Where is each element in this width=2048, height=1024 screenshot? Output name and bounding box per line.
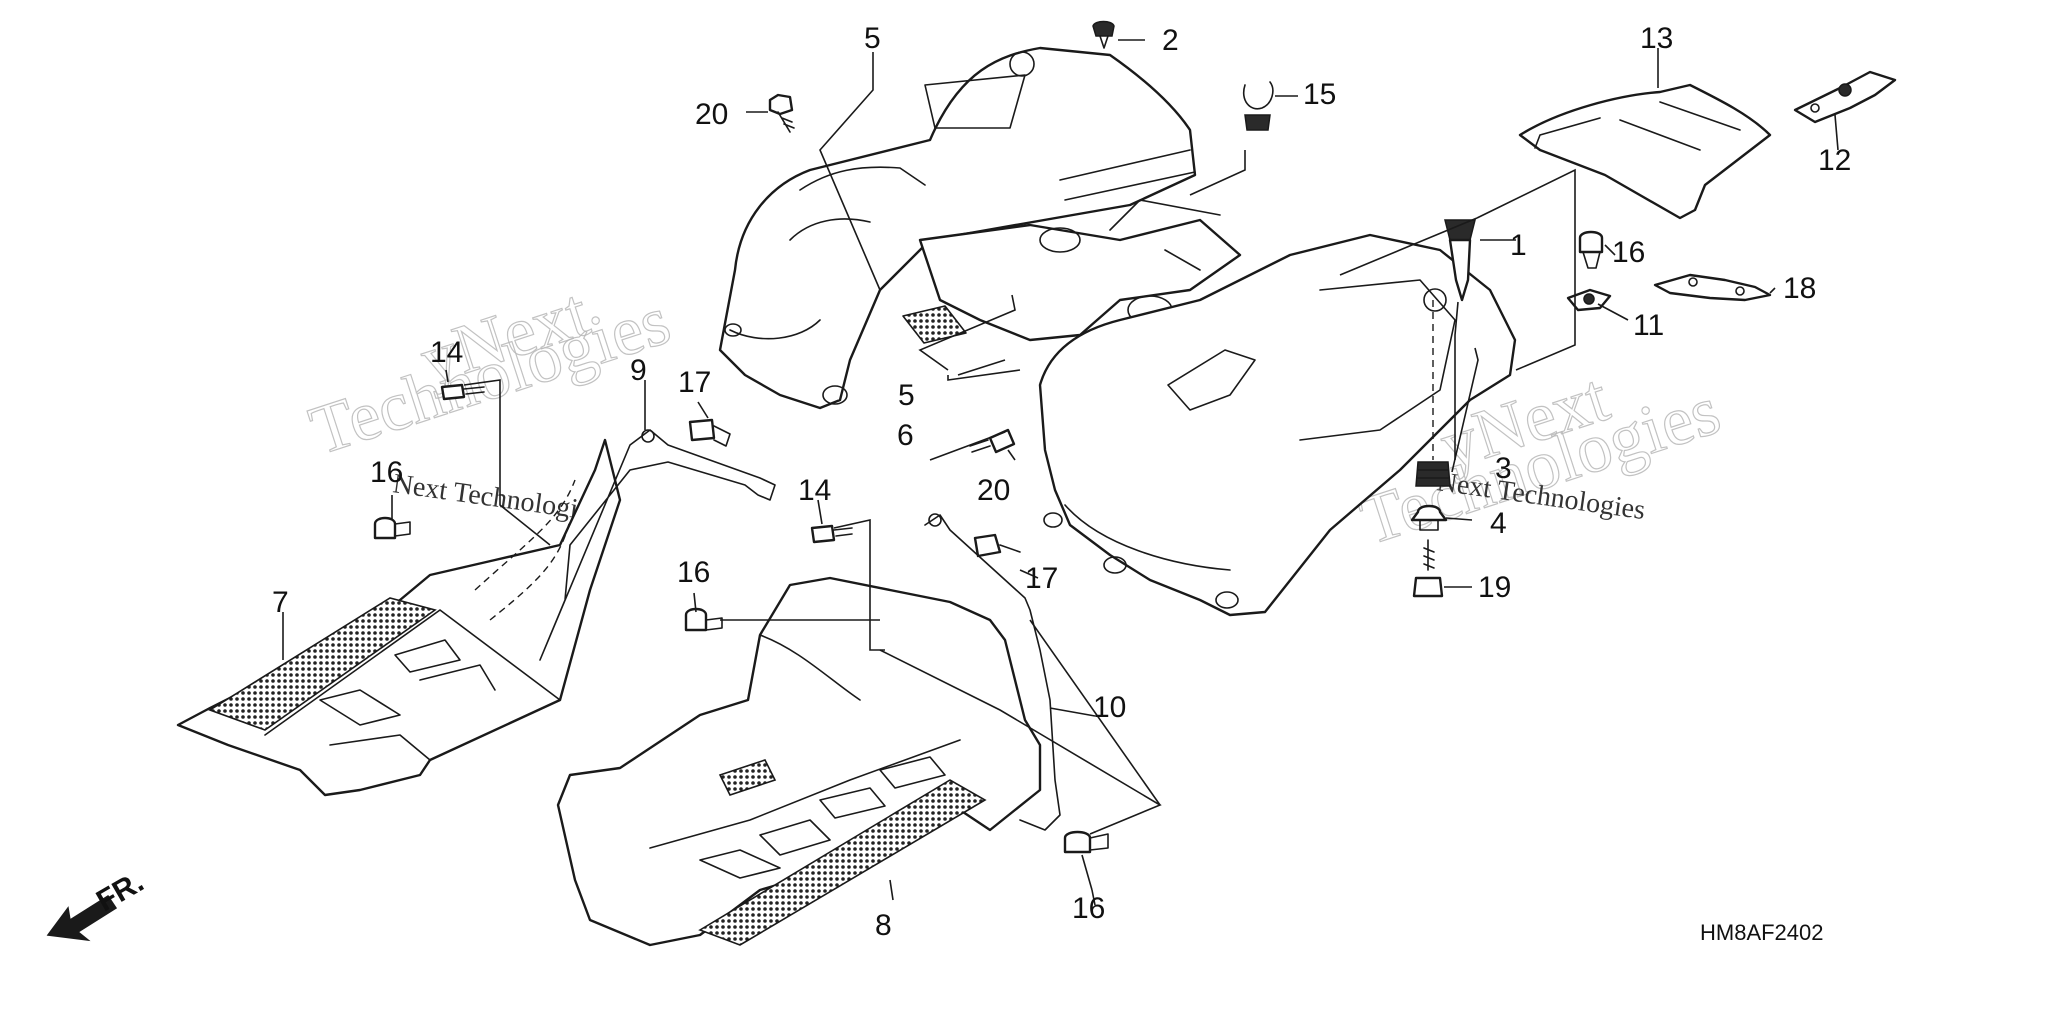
bolt-20-upper	[768, 93, 795, 133]
clip-16-bottom	[1063, 830, 1109, 854]
clip-16-center	[684, 607, 723, 632]
part-18-stay	[1653, 273, 1772, 302]
callout-16-center: 16	[677, 556, 710, 589]
left-floor-step	[176, 429, 776, 797]
clip-16-right	[1578, 230, 1604, 269]
cap-2	[1092, 20, 1115, 49]
callout-20-center: 20	[977, 474, 1010, 507]
callout-18: 18	[1783, 272, 1816, 305]
callout-2: 2	[1162, 24, 1179, 57]
bolt-17-right	[973, 533, 1021, 558]
callout-20-upper: 20	[695, 98, 728, 131]
rear-fender-pad	[902, 305, 967, 344]
callout-16-left: 16	[370, 456, 403, 489]
callout-13: 13	[1640, 22, 1673, 55]
callout-16-right: 16	[1612, 236, 1645, 269]
part-12-bracket	[1793, 70, 1897, 124]
callout-7: 7	[272, 586, 289, 619]
callout-17-left: 17	[678, 366, 711, 399]
rear-fender-right-shell	[1038, 233, 1517, 617]
callout-17-right: 17	[1025, 562, 1058, 595]
bolt-14-left	[440, 383, 485, 401]
callout-6: 6	[897, 419, 914, 452]
right-floor-step	[556, 513, 1061, 947]
callout-5-pad: 5	[898, 379, 915, 412]
rear-fender-assembly	[718, 46, 1517, 617]
rear-fender-center-tray	[918, 218, 1242, 342]
callout-4: 4	[1490, 507, 1507, 540]
rubber-3	[1415, 461, 1451, 487]
callout-11: 11	[1633, 309, 1664, 342]
callout-19: 19	[1478, 571, 1511, 604]
step-stay-10	[924, 514, 1061, 831]
callout-14-left: 14	[430, 336, 463, 369]
callout-8: 8	[875, 909, 892, 942]
grommet-1	[1444, 219, 1476, 302]
rear-cover	[1518, 83, 1772, 220]
callout-1: 1	[1510, 229, 1527, 262]
front-direction-indicator: FR.	[46, 865, 149, 942]
collar-4	[1410, 504, 1448, 531]
clip-16-left	[373, 516, 411, 540]
front-arrow-icon	[46, 894, 118, 942]
rear-cover-body	[1518, 83, 1772, 220]
clip-15	[1243, 81, 1274, 131]
callout-12: 12	[1818, 144, 1851, 177]
watermark-left: Technologies yNext Next Technologies	[301, 273, 680, 528]
callout-3: 3	[1495, 452, 1512, 485]
leader-lines	[282, 39, 1839, 906]
callout-14-center: 14	[798, 474, 831, 507]
callout-16-bottom: 16	[1072, 892, 1105, 925]
bolt-14-center	[810, 524, 853, 544]
bolt-17-left	[688, 418, 731, 447]
diagram-code: HM8AF2402	[1700, 920, 1824, 945]
bolt-20-center	[969, 428, 1016, 454]
bolt-19	[1412, 539, 1444, 598]
callout-5-fender: 5	[864, 22, 881, 55]
step-stay-9	[539, 429, 776, 661]
callout-15: 15	[1303, 78, 1336, 111]
callouts: 1 2 3 4 5 5 6 7 8 9 10 11 12 13 14 14 15…	[272, 22, 1851, 942]
callout-9: 9	[630, 354, 647, 387]
callout-10: 10	[1093, 691, 1126, 724]
